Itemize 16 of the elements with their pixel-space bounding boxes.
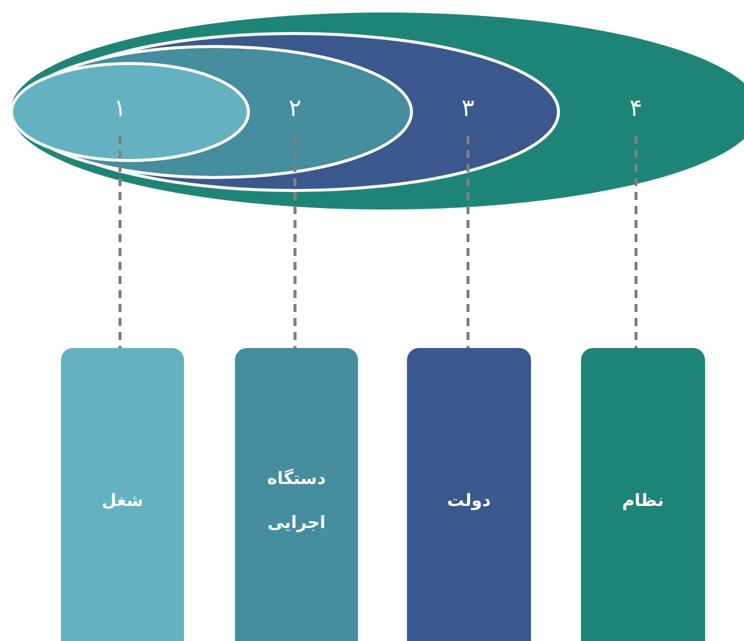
level-label: نظام: [621, 490, 665, 512]
level-label: دستگاه اجرایی: [266, 468, 327, 534]
level-card: [235, 348, 358, 641]
dashed-connector: [466, 136, 470, 348]
dashed-connector: [294, 136, 296, 348]
level-card: [407, 348, 531, 641]
dashed-connector: [118, 136, 122, 348]
level-card: [581, 348, 705, 641]
level-card: [61, 348, 184, 641]
level-number: ۳: [462, 94, 474, 122]
level-label: دولت: [446, 490, 492, 512]
level-number: ۴: [630, 94, 642, 122]
level-label: شغل: [100, 490, 144, 512]
dashed-connector: [634, 136, 638, 348]
level-number: ۱: [114, 94, 126, 122]
level-number: ۲: [288, 94, 302, 122]
